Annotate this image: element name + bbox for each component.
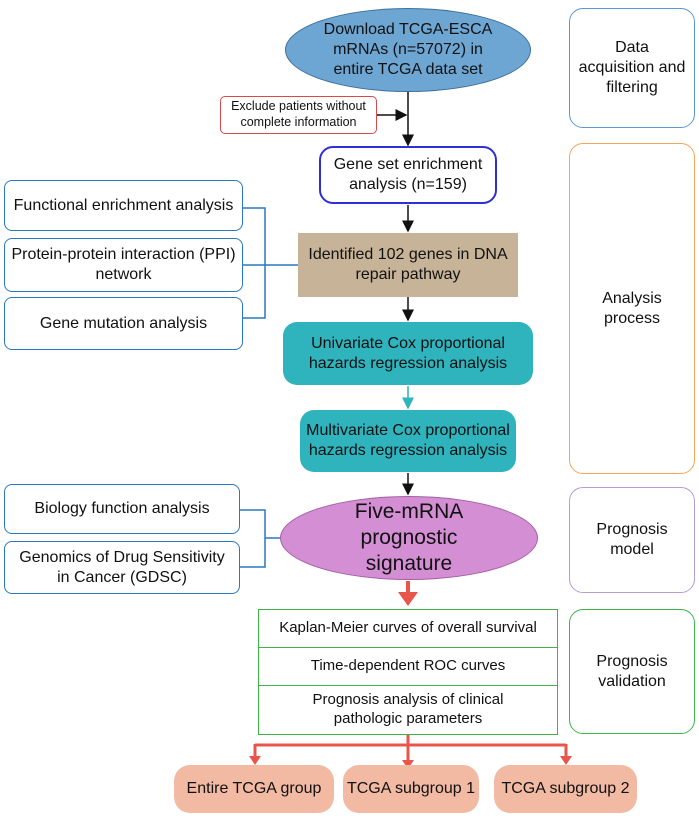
roc-row: Time-dependent ROC curves <box>259 648 557 686</box>
multivariate-box: Multivariate Cox proportional hazards re… <box>300 410 516 472</box>
stage-validation: Prognosis validation <box>569 609 695 734</box>
download-text: Download TCGA-ESCA mRNAs (n=57072) in en… <box>323 21 493 78</box>
group-entire-text: Entire TCGA group <box>186 780 322 797</box>
identified-box: Identified 102 genes in DNA repair pathw… <box>298 233 518 297</box>
gsea-box: Gene set enrichment analysis (n=159) <box>319 146 497 204</box>
bracket-analysis <box>243 207 298 319</box>
stage-acquisition: Data acquisition and filtering <box>569 8 695 128</box>
stage-analysis: Analysis process <box>569 143 695 474</box>
exclude-box: Exclude patients without complete inform… <box>220 96 377 134</box>
group-sub2-text: TCGA subgroup 2 <box>501 780 630 797</box>
roc-text: Time-dependent ROC curves <box>310 657 506 675</box>
stage-validation-text: Prognosis validation <box>596 652 668 690</box>
signature-text: Five-mRNA prognostic signature <box>354 499 464 576</box>
clinical-row: Prognosis analysis of clinical pathologi… <box>259 686 557 734</box>
ppi-text: Protein-protein interaction (PPI) networ… <box>11 246 236 283</box>
univariate-text: Univariate Cox proportional hazards regr… <box>308 334 508 372</box>
group-sub2: TCGA subgroup 2 <box>494 765 637 813</box>
gsea-text: Gene set enrichment analysis (n=159) <box>333 156 483 193</box>
stage-model: Prognosis model <box>569 487 695 593</box>
download-ellipse: Download TCGA-ESCA mRNAs (n=57072) in en… <box>285 8 531 92</box>
ppi-box: Protein-protein interaction (PPI) networ… <box>4 238 243 292</box>
exclude-text: Exclude patients without complete inform… <box>231 99 366 129</box>
biology-box: Biology function analysis <box>4 484 240 534</box>
functional-box: Functional enrichment analysis <box>4 180 243 231</box>
identified-text: Identified 102 genes in DNA repair pathw… <box>308 246 508 283</box>
stage-analysis-text: Analysis process <box>602 289 662 327</box>
km-text: Kaplan-Meier curves of overall survival <box>279 619 537 637</box>
red-head-left <box>249 756 261 765</box>
gdsc-box: Genomics of Drug Sensitivity in Cancer (… <box>4 541 240 594</box>
validation-box: Kaplan-Meier curves of overall survival … <box>258 609 558 735</box>
stage-model-text: Prognosis model <box>596 521 668 558</box>
mutation-text: Gene mutation analysis <box>39 314 208 332</box>
gdsc-text: Genomics of Drug Sensitivity in Cancer (… <box>19 548 225 586</box>
multivariate-text: Multivariate Cox proportional hazards re… <box>306 422 510 459</box>
km-row: Kaplan-Meier curves of overall survival <box>259 610 557 648</box>
group-sub1-text: TCGA subgroup 1 <box>346 780 476 797</box>
signature-ellipse: Five-mRNA prognostic signature <box>280 496 538 580</box>
stage-acquisition-text: Data acquisition and filtering <box>578 39 686 96</box>
bracket-model <box>240 509 280 568</box>
mutation-box: Gene mutation analysis <box>4 297 243 350</box>
univariate-box: Univariate Cox proportional hazards regr… <box>283 322 533 385</box>
biology-text: Biology function analysis <box>34 500 210 517</box>
red-head-right <box>560 756 572 765</box>
red-head-mid <box>402 760 414 769</box>
group-entire: Entire TCGA group <box>174 765 334 813</box>
functional-text: Functional enrichment analysis <box>13 196 234 214</box>
clinical-text: Prognosis analysis of clinical pathologi… <box>312 691 504 727</box>
group-sub1: TCGA subgroup 1 <box>343 765 479 813</box>
red-arrow-head <box>398 592 418 606</box>
